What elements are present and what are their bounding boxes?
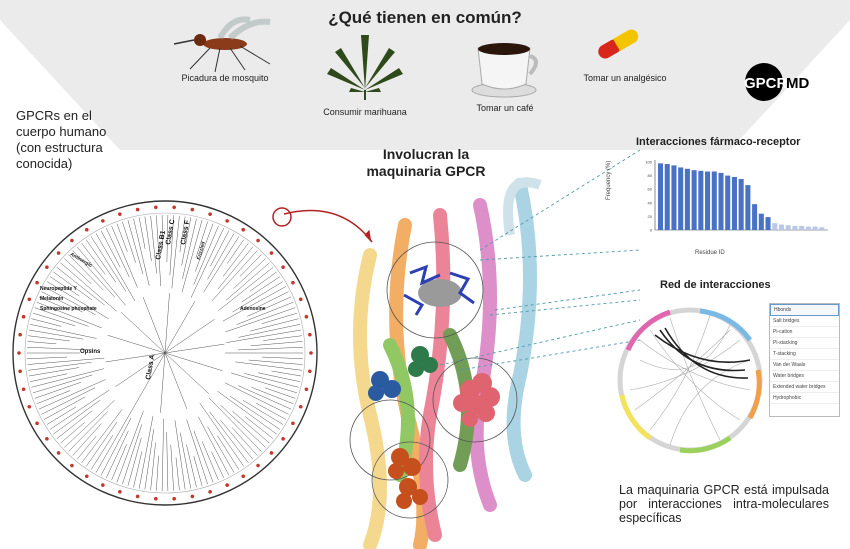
chart-xlabel: Residue ID	[695, 250, 725, 256]
network-title: Red de interacciones	[660, 279, 771, 291]
tree-label-opsins: Opsins	[80, 349, 101, 355]
center-title: Involucran la maquinaria GPCR	[366, 146, 486, 179]
legend-t-stacking[interactable]: T-stacking	[770, 349, 839, 360]
bottom-note: La maquinaria GPCR está impulsada por in…	[619, 483, 829, 525]
header-question: ¿Qué tienen en común?	[328, 8, 522, 27]
mosquito-icon	[173, 16, 271, 73]
chart-ylabel: Frequency (%)	[606, 160, 612, 200]
legend-water-bridges[interactable]: Water bridges	[770, 371, 839, 382]
bar	[678, 167, 684, 230]
legend-pi-cation[interactable]: Pi-cation	[770, 327, 839, 338]
y-tick-label: 40	[648, 200, 653, 205]
bar	[664, 164, 670, 230]
bar	[812, 226, 818, 230]
network-legend: Hbonds Salt bridges Pi-cation Pi-stackin…	[769, 303, 840, 417]
bar	[765, 217, 771, 230]
bar	[725, 175, 731, 230]
dashed-connectors	[439, 149, 641, 371]
bar	[711, 171, 717, 230]
legend-extended-water-bridges[interactable]: Extended water bridges	[770, 382, 839, 393]
bar	[745, 185, 751, 230]
coffee-cup-icon	[471, 43, 538, 98]
y-tick-label: 20	[648, 214, 653, 219]
tree-label-class-c: Class C	[165, 219, 176, 246]
legend-hbonds[interactable]: Hbonds	[770, 304, 839, 316]
y-tick-label: 100	[645, 160, 652, 165]
logo-text-left: GPCR	[744, 75, 788, 92]
tree-label-frizzled: Frizzled	[196, 241, 207, 261]
cannabis-leaf-icon	[327, 35, 403, 100]
bar	[705, 171, 711, 230]
legend-pi-stacking[interactable]: Pi-stacking	[770, 338, 839, 349]
tree-label-class-a: Class A	[145, 354, 156, 380]
tree-label-sphingosine: Sphingosine phosphate	[40, 306, 97, 312]
bar	[684, 168, 690, 230]
bar	[731, 176, 737, 230]
logo-text-right: MD	[786, 75, 809, 92]
bar	[785, 225, 791, 230]
bar	[772, 223, 778, 230]
cannabis-caption: Consumir marihuana	[323, 107, 407, 117]
y-tick-label: 60	[648, 187, 653, 192]
red-arrow	[283, 209, 373, 243]
bar	[671, 165, 677, 230]
bar	[691, 170, 697, 230]
gpcr-protein-structure	[349, 177, 542, 549]
bar	[718, 172, 724, 230]
bar	[819, 227, 825, 230]
highlight-circle	[272, 207, 292, 227]
legend-hydrophobic[interactable]: Hydrophobic	[770, 393, 839, 404]
coffee-caption: Tomar un café	[476, 103, 534, 113]
bar	[799, 225, 805, 230]
chord-network-diagram	[617, 307, 763, 454]
tree-label-melatonin: Melatonin	[40, 296, 63, 302]
gpcrmd-logo: GPCR MD	[738, 62, 828, 102]
tree-label-adenosine: Adenosine	[240, 306, 266, 312]
legend-van-der-waals[interactable]: Van der Waals	[770, 360, 839, 371]
y-tick-label: 0	[650, 228, 653, 233]
bar	[698, 170, 704, 230]
bar	[738, 179, 744, 230]
pill-capsule-icon	[598, 29, 639, 59]
bar	[758, 213, 764, 230]
bar	[658, 163, 664, 230]
gpcr-phylogenetic-tree: Class A Class B1 Class C Class F Frizzle…	[12, 200, 318, 506]
y-tick-label: 80	[648, 173, 653, 178]
chart-title: Interacciones fármaco-receptor	[636, 136, 801, 148]
bar	[805, 226, 811, 230]
bar	[778, 224, 784, 230]
interaction-bar-chart: 0 20 40 60 80 100	[645, 160, 828, 233]
left-panel-title: GPCRs en el cuerpo humano (con estructur…	[16, 108, 107, 171]
legend-salt-bridges[interactable]: Salt bridges	[770, 316, 839, 327]
mosquito-caption: Picadura de mosquito	[181, 73, 269, 83]
tree-label-neuropeptide-y: Neuropeptide Y	[40, 286, 78, 292]
analgesic-caption: Tomar un analgésico	[583, 73, 667, 83]
bar	[752, 204, 758, 230]
tree-label-class-f: Class F	[180, 219, 191, 245]
bar	[792, 225, 798, 230]
